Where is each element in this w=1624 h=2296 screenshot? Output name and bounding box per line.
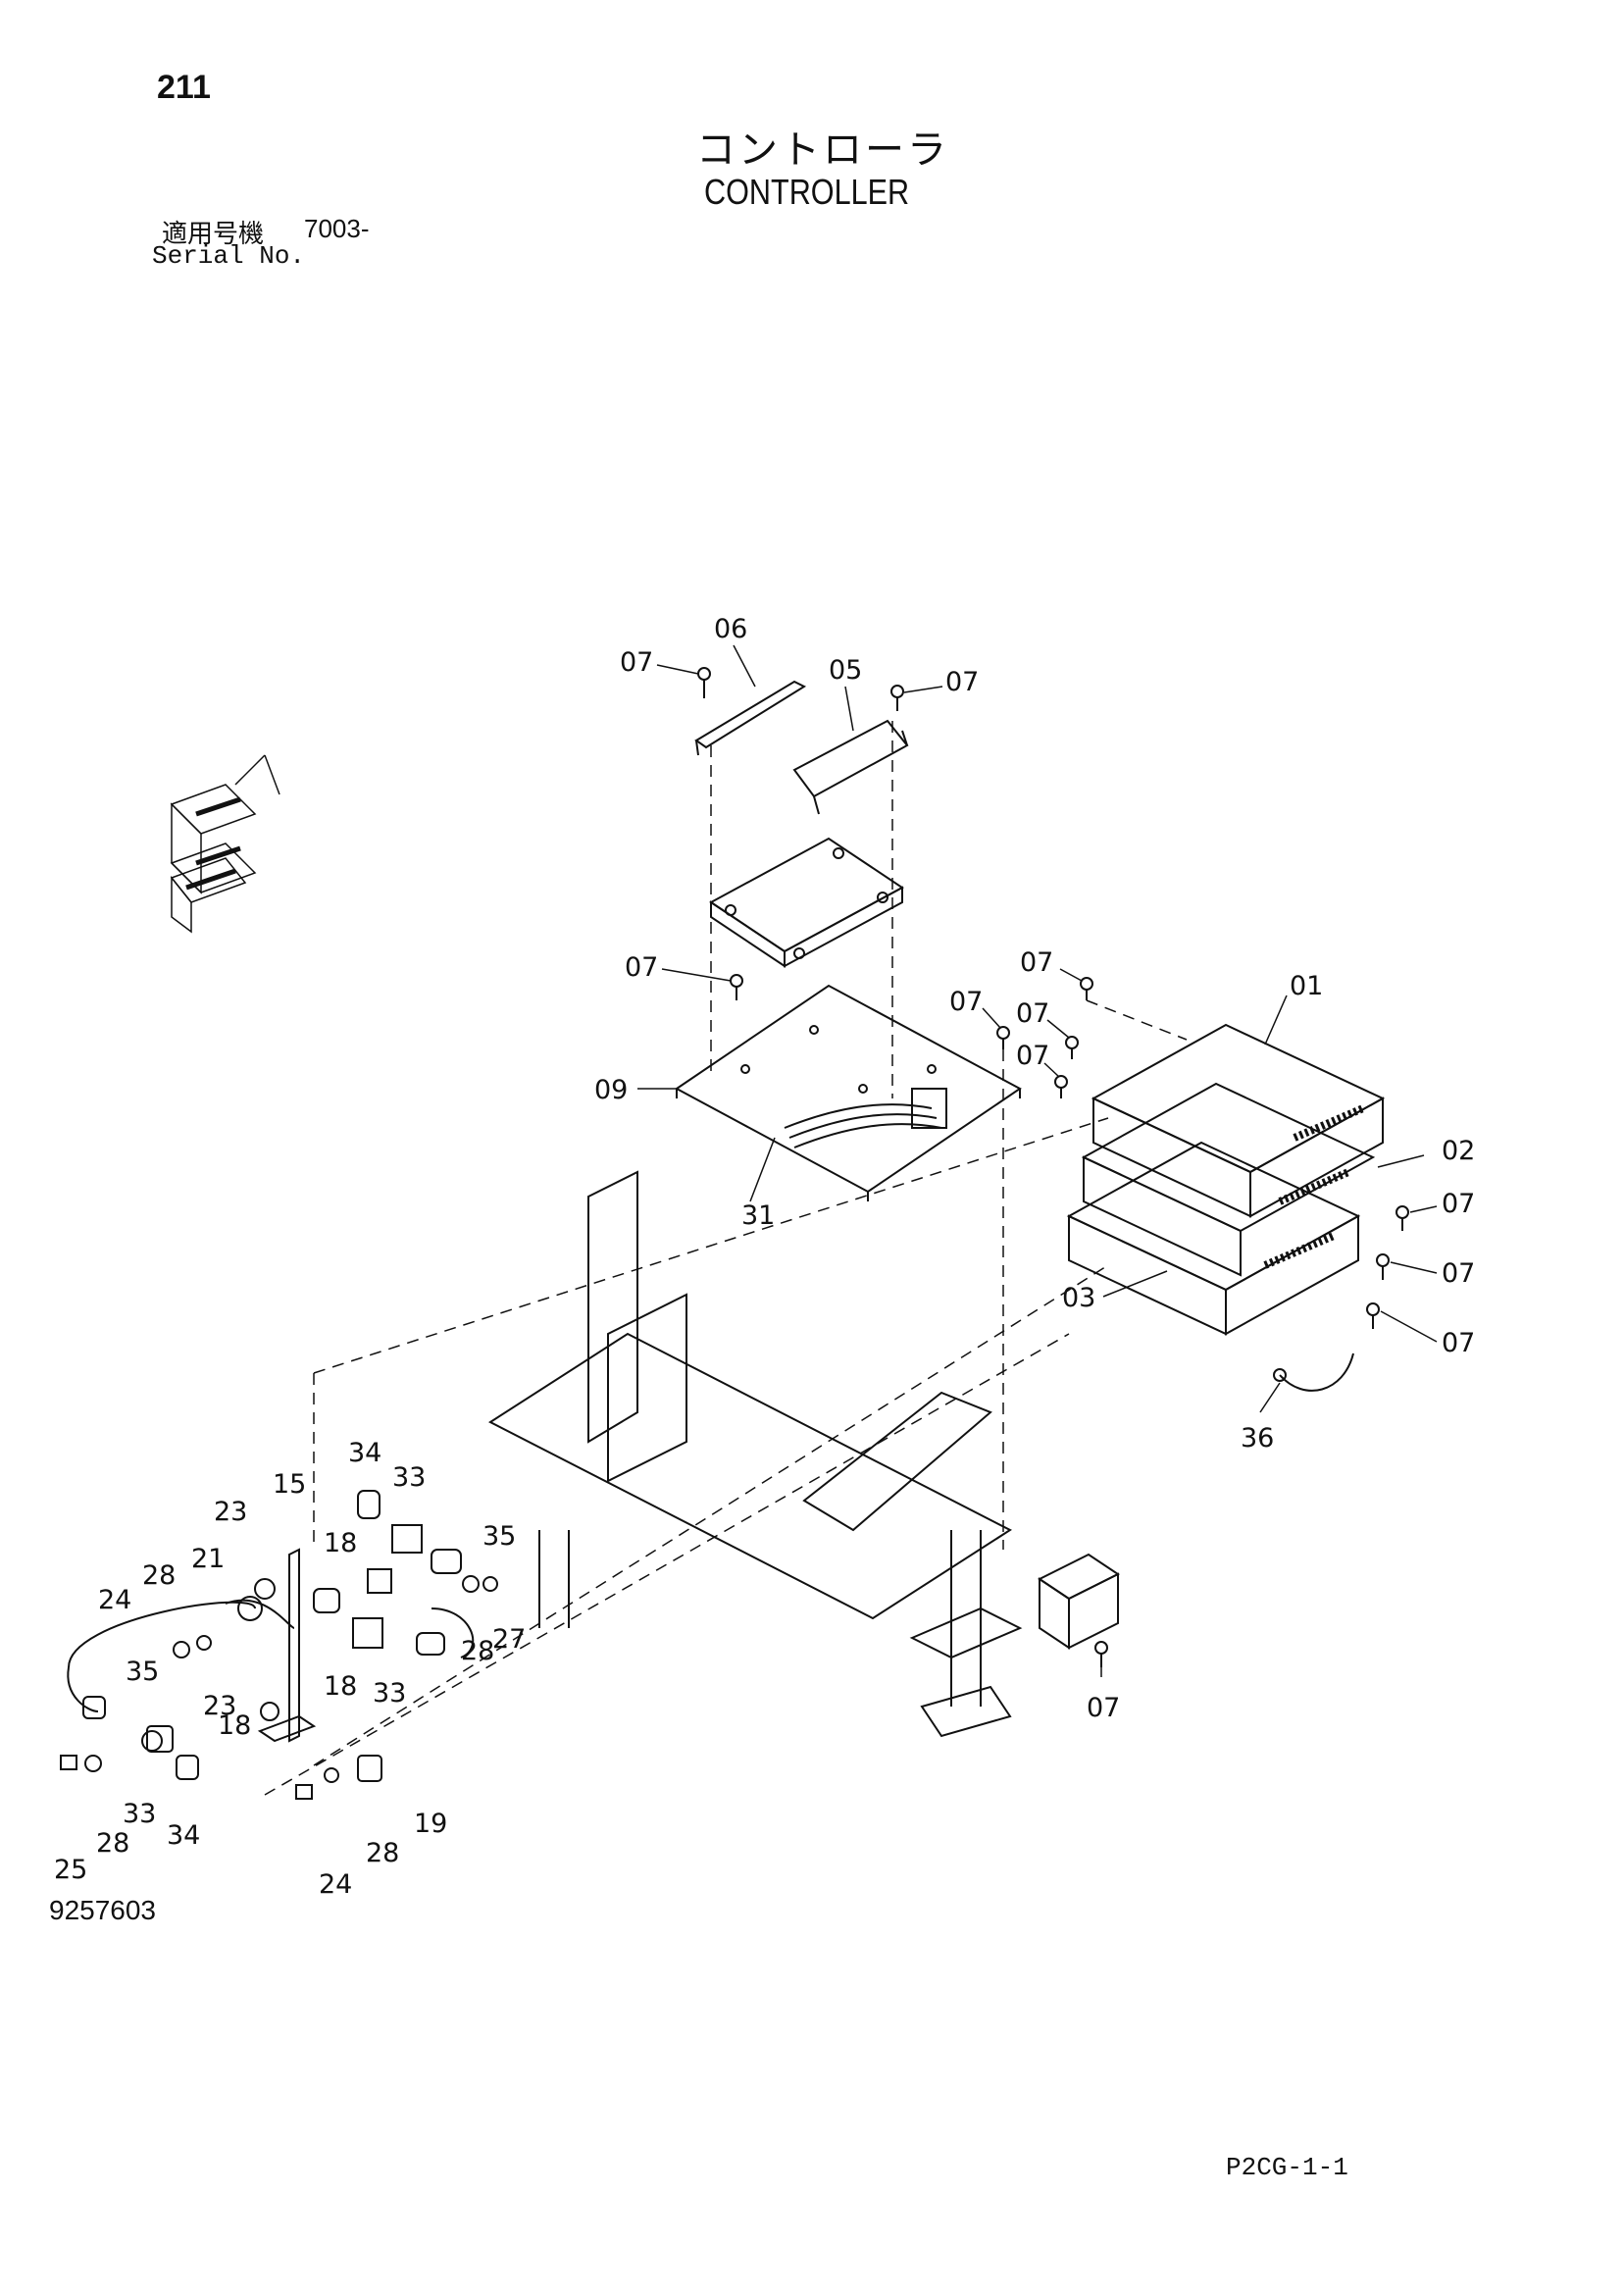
label-09: 09 <box>594 1075 628 1105</box>
label-35-b: 35 <box>126 1657 159 1687</box>
label-33-b: 33 <box>373 1678 406 1709</box>
orientation-icon <box>170 754 280 934</box>
page-title-japanese: コントローラ <box>696 128 949 172</box>
label-27: 27 <box>492 1624 526 1655</box>
phantom-lines <box>264 721 1188 1796</box>
leader-lines <box>637 644 1438 1677</box>
label-01: 01 <box>1290 971 1323 1001</box>
label-35-a: 35 <box>482 1521 516 1552</box>
label-28-d: 28 <box>366 1838 399 1868</box>
relay-unit <box>1038 1553 1120 1650</box>
label-31: 31 <box>741 1200 775 1231</box>
label-33-a: 33 <box>392 1462 426 1493</box>
wiring-harness <box>784 1088 947 1148</box>
label-07-d: 07 <box>949 987 983 1017</box>
label-23-a: 23 <box>214 1497 247 1527</box>
label-03: 03 <box>1062 1283 1095 1313</box>
label-07-f: 07 <box>1016 998 1049 1029</box>
label-33-c: 33 <box>123 1799 156 1829</box>
label-18-b: 18 <box>324 1671 357 1702</box>
label-07-j: 07 <box>1442 1328 1475 1358</box>
label-24-a: 24 <box>98 1585 131 1615</box>
label-28-a: 28 <box>142 1560 176 1591</box>
label-34-b: 34 <box>167 1820 200 1851</box>
label-02: 02 <box>1442 1136 1475 1166</box>
label-28-c: 28 <box>96 1828 129 1859</box>
label-07-e: 07 <box>1020 947 1053 978</box>
label-28-b: 28 <box>461 1636 494 1666</box>
label-07-c: 07 <box>625 952 658 983</box>
label-07-k: 07 <box>1087 1693 1120 1723</box>
label-18-a: 18 <box>324 1528 357 1558</box>
mounting-plate <box>675 984 1022 1201</box>
serial-label-english: Serial No. <box>152 241 306 271</box>
footer-code: P2CG-1-1 <box>1226 2153 1348 2182</box>
controller-stack <box>1066 1023 1386 1336</box>
label-21: 21 <box>191 1544 225 1574</box>
label-24-b: 24 <box>319 1869 352 1900</box>
bracket-and-clamps <box>60 1490 498 1800</box>
part-labels: 01 02 03 05 06 07 07 07 07 07 07 07 07 0… <box>54 614 1475 1900</box>
label-18-c: 18 <box>218 1710 251 1741</box>
cover-strip <box>694 680 807 756</box>
label-07-g: 07 <box>1016 1041 1049 1071</box>
main-frame <box>487 1170 1023 1738</box>
small-controller-unit <box>709 837 904 968</box>
label-36: 36 <box>1241 1423 1274 1454</box>
label-05: 05 <box>829 655 862 686</box>
document-number: 9257603 <box>49 1895 157 1925</box>
cover-plate <box>792 719 909 815</box>
label-07-i: 07 <box>1442 1258 1475 1289</box>
serial-label-japanese: 適用号機 <box>162 219 265 248</box>
label-07-a: 07 <box>620 647 653 678</box>
label-19: 19 <box>414 1809 447 1839</box>
label-07-h: 07 <box>1442 1189 1475 1219</box>
label-25: 25 <box>54 1855 87 1885</box>
serial-value: 7003- <box>304 214 370 243</box>
screws <box>697 667 1409 1667</box>
label-06: 06 <box>714 614 747 644</box>
page-title-english: CONTROLLER <box>704 172 910 212</box>
label-34-a: 34 <box>348 1438 381 1468</box>
label-07-b: 07 <box>945 667 979 697</box>
label-23-b: 23 <box>203 1691 236 1721</box>
label-15: 15 <box>273 1469 306 1500</box>
page-number: 211 <box>157 69 211 106</box>
